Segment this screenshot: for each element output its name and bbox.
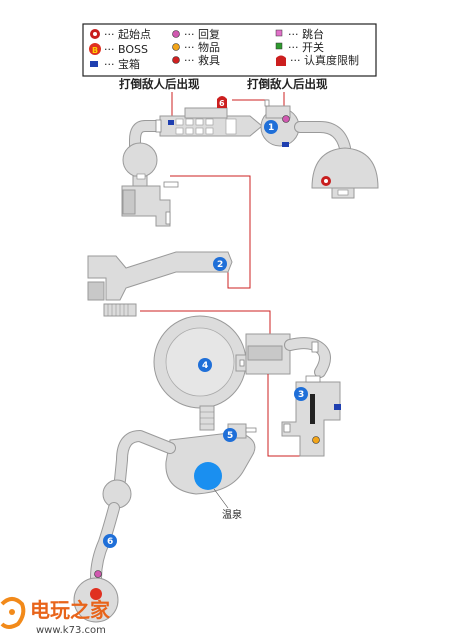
chest-marker [168, 120, 174, 125]
chest-marker-area3 [334, 404, 341, 410]
legend-heal: ··· 回复 [172, 27, 220, 41]
area-4: 4 [153, 315, 331, 409]
area-marker-6-label: 6 [107, 537, 113, 547]
legend-limit-label: ··· 认真度限制 [290, 53, 359, 67]
area-3: 3 [281, 375, 341, 457]
area-marker-2: 2 [213, 257, 227, 271]
legend-jump-label: ··· 跳台 [288, 27, 324, 41]
area-marker-5-label: 5 [227, 431, 233, 441]
area-marker-2-label: 2 [217, 260, 223, 270]
room-main-hall [159, 115, 263, 137]
heal-marker [282, 115, 290, 123]
switch-icon [275, 42, 283, 50]
area-marker-1-label: 1 [268, 123, 274, 133]
key-item-icon [172, 56, 180, 64]
chest-marker-right [282, 142, 289, 147]
area-marker-6: 6 [103, 534, 117, 548]
legend-boss: B ··· BOSS [89, 43, 148, 56]
heal-marker-bottom [94, 570, 102, 578]
limit-marker-6: 6 [217, 96, 227, 108]
room-round-left [122, 142, 158, 178]
area-marker-3: 3 [294, 387, 308, 401]
hot-spring-label: 温泉 [222, 508, 242, 521]
item-icon [172, 43, 180, 51]
area-marker-5: 5 [223, 428, 237, 442]
area-2: 2 [87, 251, 233, 317]
watermark: 电玩之家 www.k73.com [0, 597, 111, 636]
legend-jump: ··· 跳台 [275, 27, 324, 41]
legend-switch: ··· 开关 [275, 40, 324, 54]
legend-key-item-label: ··· 救具 [184, 53, 220, 67]
watermark-url: www.k73.com [36, 625, 106, 636]
legend-start-label: ··· 起始点 [104, 27, 151, 41]
legend-chest: ··· 宝箱 [90, 57, 140, 71]
callout-left: 打倒敌人后出现 [119, 77, 200, 91]
area-marker-3-label: 3 [298, 390, 304, 400]
area-marker-1: 1 [264, 120, 278, 134]
legend-heal-label: ··· 回复 [184, 27, 220, 41]
limit-icon [276, 55, 286, 66]
legend-start: ··· 起始点 [90, 27, 151, 41]
heal-icon [172, 30, 180, 38]
jump-icon [275, 29, 283, 37]
hot-spring [194, 462, 222, 490]
legend-boss-label: ··· BOSS [104, 43, 148, 56]
room-area-2 [87, 251, 233, 301]
legend-item-label: ··· 物品 [184, 40, 220, 54]
connector-2-4 [140, 310, 271, 335]
item-marker [312, 436, 320, 444]
callout-right: 打倒敌人后出现 [247, 77, 328, 91]
limit-connector [232, 99, 269, 108]
connector-1-2 [170, 175, 251, 289]
legend-key-item: ··· 救具 [172, 53, 220, 67]
area-marker-4-label: 4 [202, 361, 208, 371]
svg-text:B: B [92, 46, 98, 55]
legend: ··· 起始点 B ··· BOSS ··· 宝箱 ··· 回复 ··· 物品 … [82, 23, 377, 77]
area-marker-4: 4 [198, 358, 212, 372]
connector-4-3 [267, 374, 300, 457]
legend-box [82, 23, 377, 77]
legend-item: ··· 物品 [172, 40, 220, 54]
watermark-logo [0, 597, 26, 629]
legend-chest-label: ··· 宝箱 [104, 57, 140, 71]
area-5: 温泉 5 6 [73, 405, 257, 623]
watermark-brand: 电玩之家 [30, 598, 111, 622]
boss-marker [90, 588, 102, 600]
boss-icon [89, 43, 101, 55]
legend-limit: ··· 认真度限制 [276, 53, 359, 67]
limit-marker-6-label: 6 [219, 99, 225, 108]
legend-switch-label: ··· 开关 [288, 40, 324, 54]
chest-icon [90, 61, 98, 67]
area-top: 6 1 [121, 96, 379, 227]
